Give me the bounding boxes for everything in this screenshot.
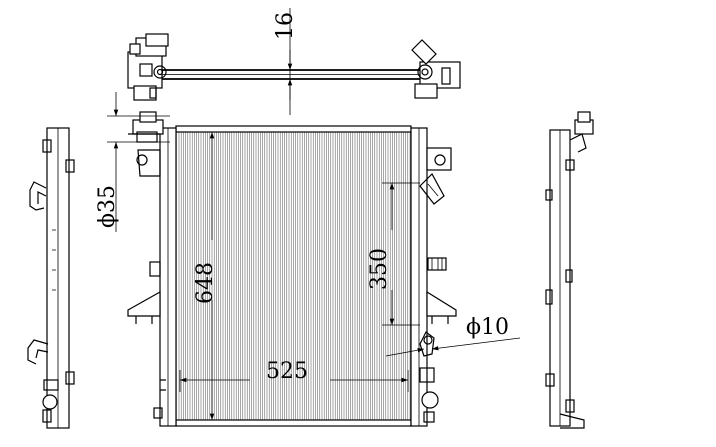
top-view-right-tank <box>411 39 461 99</box>
front-view: ϕ35 648 350 ϕ10 525 <box>95 92 521 427</box>
top-thickness-label: 16 <box>273 12 298 40</box>
right-side-view <box>545 111 594 429</box>
bracket-spacing-dimension: 350 <box>367 182 420 326</box>
radiator-core <box>175 129 412 426</box>
top-view: 16 <box>127 8 461 115</box>
lower-hose-diameter-label: ϕ10 <box>466 315 509 340</box>
front-left-tank <box>127 111 177 427</box>
core-width-dimension: 525 <box>179 359 409 392</box>
top-view-left-tank <box>127 33 169 101</box>
left-side-view <box>27 127 75 429</box>
front-right-tank <box>410 127 457 427</box>
upper-hose-diameter-dimension: ϕ35 <box>95 92 170 232</box>
core-height-label: 648 <box>193 262 218 304</box>
bracket-spacing-label: 350 <box>367 248 392 290</box>
upper-hose-diameter-label: ϕ35 <box>95 185 120 228</box>
core-width-label: 525 <box>266 359 308 384</box>
lower-hose-diameter-dimension: ϕ10 <box>385 315 521 357</box>
top-thickness-dimension: 16 <box>273 8 298 115</box>
core-height-dimension: 648 <box>193 132 218 420</box>
